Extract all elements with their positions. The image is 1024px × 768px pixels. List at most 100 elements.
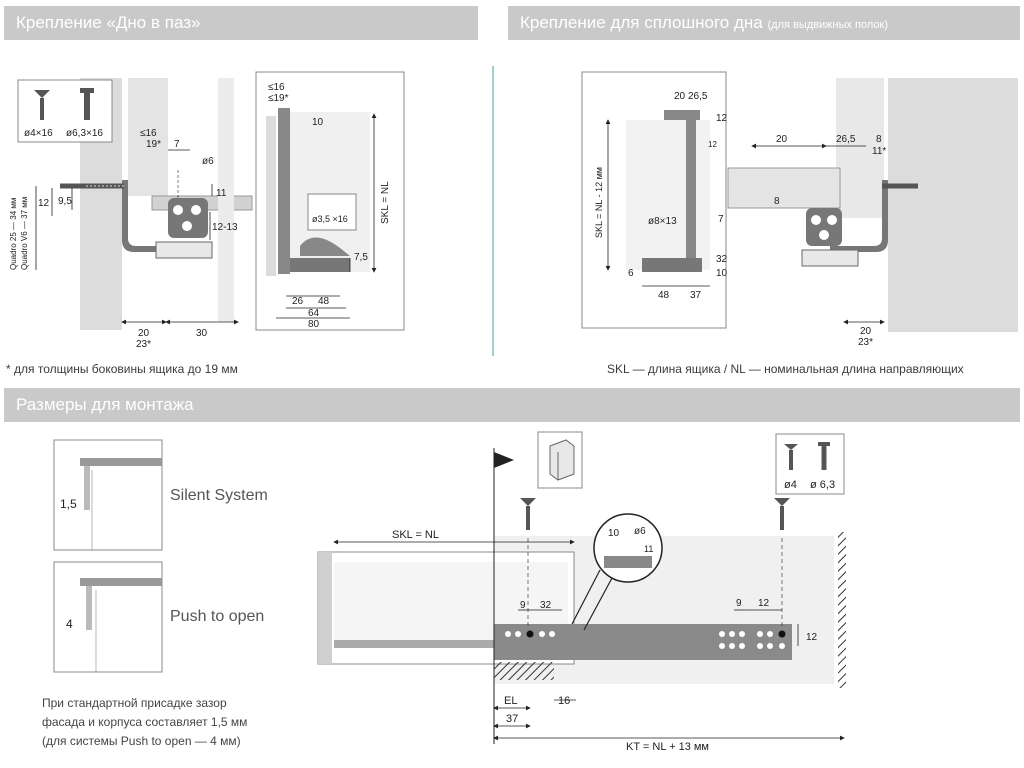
fig2-dim-10: 10 bbox=[312, 117, 324, 128]
hole bbox=[505, 631, 511, 637]
mount-drawer-runner bbox=[334, 640, 592, 648]
fig1-side-label-1: Quadro 25 — 34 мм bbox=[9, 198, 18, 270]
mount-guide-rail bbox=[494, 624, 792, 660]
screw-icon bbox=[784, 444, 798, 470]
fig1-dim-le16: ≤16 bbox=[140, 128, 157, 139]
hole bbox=[549, 631, 555, 637]
fig2-runner bbox=[290, 258, 350, 272]
fig1-dim-11: 11 bbox=[216, 188, 227, 199]
mount-dim-32: 32 bbox=[540, 600, 552, 611]
push-to-open-label: Push to open bbox=[170, 608, 265, 625]
silent-gap: 1,5 bbox=[60, 497, 77, 511]
mount-holes-rear bbox=[719, 630, 786, 649]
hole bbox=[526, 630, 534, 638]
fig2-dim-80: 80 bbox=[308, 319, 320, 330]
fig4-dim-265: 26,5 bbox=[836, 134, 856, 145]
screw-icon bbox=[34, 90, 50, 120]
silent-system-diagram: 1,5 bbox=[53, 439, 163, 551]
fig1-drawer-back bbox=[218, 78, 234, 322]
mount-dim-12b: 12 bbox=[806, 632, 818, 643]
mount-back-wall bbox=[838, 532, 846, 688]
hole bbox=[778, 630, 786, 638]
hole bbox=[757, 631, 763, 637]
fig2-screw-callout bbox=[307, 193, 357, 231]
mount-dim-10: 10 bbox=[608, 528, 620, 539]
silent-system-label: Silent System bbox=[170, 487, 268, 504]
mount-screw-a: ø4 bbox=[784, 479, 797, 491]
push-gap: 4 bbox=[66, 617, 73, 631]
hole bbox=[729, 631, 735, 637]
cabinet-corner-icon bbox=[549, 439, 575, 481]
fig3-dim-265: 26,5 bbox=[688, 91, 708, 102]
mount-screw-b: ø 6,3 bbox=[810, 479, 835, 491]
fig4-cabinet-wall bbox=[888, 78, 1018, 332]
fig1-runner-profile bbox=[168, 198, 208, 238]
fig4-dim-20b: 20 bbox=[860, 326, 872, 337]
mount-kt-label: KT = NL + 13 мм bbox=[626, 741, 709, 753]
hole bbox=[719, 631, 725, 637]
fig1-runner-bracket bbox=[122, 180, 210, 252]
fig2-dim-48: 48 bbox=[318, 296, 330, 307]
fig4-roller bbox=[811, 215, 821, 225]
header-sploshnoe-sub: (для выдвижных полок) bbox=[767, 19, 889, 31]
gap-paragraph-line2: фасада и корпуса составляет 1,5 мм bbox=[42, 715, 248, 729]
mount-el-label: EL bbox=[504, 695, 517, 707]
fig3-vertical-profile bbox=[686, 120, 696, 260]
push-to-open-diagram: 4 bbox=[53, 561, 163, 673]
fig1-drawer-side bbox=[128, 78, 168, 196]
hole bbox=[729, 643, 735, 649]
fig4-dim-23: 23* bbox=[858, 337, 873, 348]
section-divider bbox=[492, 66, 494, 356]
push-front bbox=[80, 578, 162, 586]
mount-dim-9a: 9 bbox=[520, 600, 526, 611]
fig4-dim-8a: 8 bbox=[876, 134, 882, 145]
header-dno-v-paz-text: Крепление «Дно в паз» bbox=[16, 13, 201, 32]
fig1-dim-95: 9,5 bbox=[58, 196, 72, 207]
hole bbox=[539, 631, 545, 637]
fig2-dim-26: 26 bbox=[292, 296, 304, 307]
fig4-dim-8b: 8 bbox=[774, 196, 780, 207]
fig1-roller bbox=[173, 205, 183, 215]
mount-dim-11: 11 bbox=[644, 544, 653, 554]
fig1-dim-1213: 12-13 bbox=[212, 222, 238, 233]
mount-dim-9b: 9 bbox=[736, 598, 742, 609]
fig3-panel bbox=[626, 120, 710, 270]
fig1-dim-6: ø6 bbox=[202, 156, 214, 167]
fig1-dim-30: 30 bbox=[196, 328, 208, 339]
header-dno-v-paz: Крепление «Дно в паз» bbox=[4, 6, 478, 40]
mount-dim-37: 37 bbox=[506, 713, 518, 725]
silent-front bbox=[80, 458, 162, 466]
fig3-dim-7: 7 bbox=[718, 214, 724, 225]
fig1-dim-19: 19* bbox=[146, 139, 161, 150]
fig2-screw-label: ø3,5 ×16 bbox=[312, 214, 348, 224]
fig1-roller bbox=[191, 205, 201, 215]
fig4-roller bbox=[819, 230, 829, 240]
mount-holes-front bbox=[505, 630, 555, 638]
header-mounting-text: Размеры для монтажа bbox=[16, 395, 194, 414]
fig4-drawer-side bbox=[836, 78, 884, 218]
fig1-lock bbox=[155, 241, 213, 259]
fig3-runner bbox=[642, 258, 702, 272]
fig1-dim-20: 20 bbox=[138, 328, 150, 339]
hole bbox=[767, 631, 773, 637]
fig1-dim-23: 23* bbox=[136, 339, 151, 350]
gap-paragraph-line1: При стандартной присадке зазор bbox=[42, 696, 227, 710]
fig1-dim-12: 12 bbox=[38, 198, 50, 209]
fig4-runner-profile bbox=[806, 208, 842, 246]
push-side bbox=[86, 586, 92, 630]
fig3-dim-12b: 12 bbox=[708, 140, 717, 149]
fig3-dim-813: ø8×13 bbox=[648, 216, 677, 227]
hole bbox=[739, 631, 745, 637]
hole bbox=[719, 643, 725, 649]
mount-dim-16: 16 bbox=[558, 695, 570, 707]
front-reference-flag bbox=[494, 452, 514, 468]
fig3-skl-label: SKL = NL - 12 мм bbox=[594, 167, 604, 238]
fig1-dim-7: 7 bbox=[174, 139, 180, 150]
fig3-dim-32: 32 bbox=[716, 254, 728, 265]
fig3-dim-12a: 12 bbox=[716, 113, 728, 124]
fig2-skl-label: SKL = NL bbox=[380, 181, 391, 224]
fig4-roller bbox=[827, 215, 837, 225]
fig3-dim-6: 6 bbox=[628, 268, 634, 279]
mount-dim-6: ø6 bbox=[634, 526, 646, 537]
